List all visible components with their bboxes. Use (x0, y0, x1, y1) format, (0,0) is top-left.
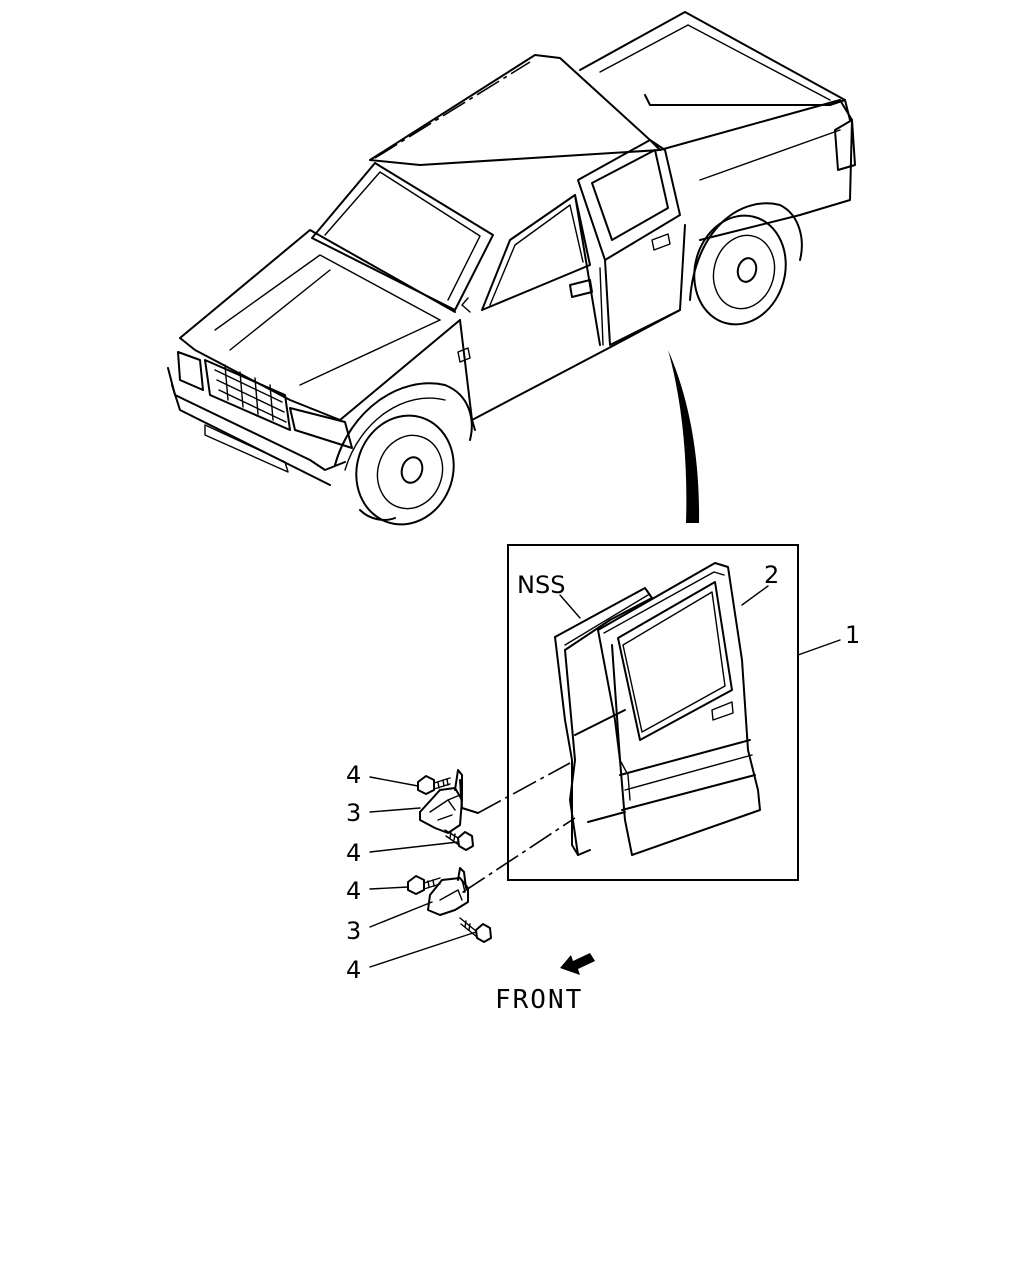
front-label: FRONT (495, 985, 583, 1015)
callout-pointer (668, 350, 700, 523)
bolt-upper-1 (417, 775, 451, 795)
front-arrow-icon (560, 953, 595, 975)
hinge-upper (419, 769, 479, 834)
label-hinge-lower: 3 (346, 917, 361, 945)
hinge-lower (427, 867, 469, 916)
rear-door (597, 562, 761, 856)
label-bolt-a: 4 (346, 761, 361, 789)
detail-frame (507, 544, 799, 881)
label-hinge-upper: 3 (346, 799, 361, 827)
weatherstrip-nss (554, 587, 653, 856)
label-nss: NSS (517, 571, 565, 599)
label-bolt-d: 4 (346, 956, 361, 984)
label-weatherstrip: 2 (764, 561, 779, 589)
leader-lines (369, 585, 841, 968)
truck-illustration (167, 11, 856, 526)
bolt-lower-2 (459, 917, 492, 943)
label-bolt-c: 4 (346, 877, 361, 905)
label-assembly: 1 (845, 621, 860, 649)
bolt-upper-2 (444, 829, 474, 851)
label-bolt-b: 4 (346, 839, 361, 867)
bolt-lower-1 (407, 875, 441, 895)
